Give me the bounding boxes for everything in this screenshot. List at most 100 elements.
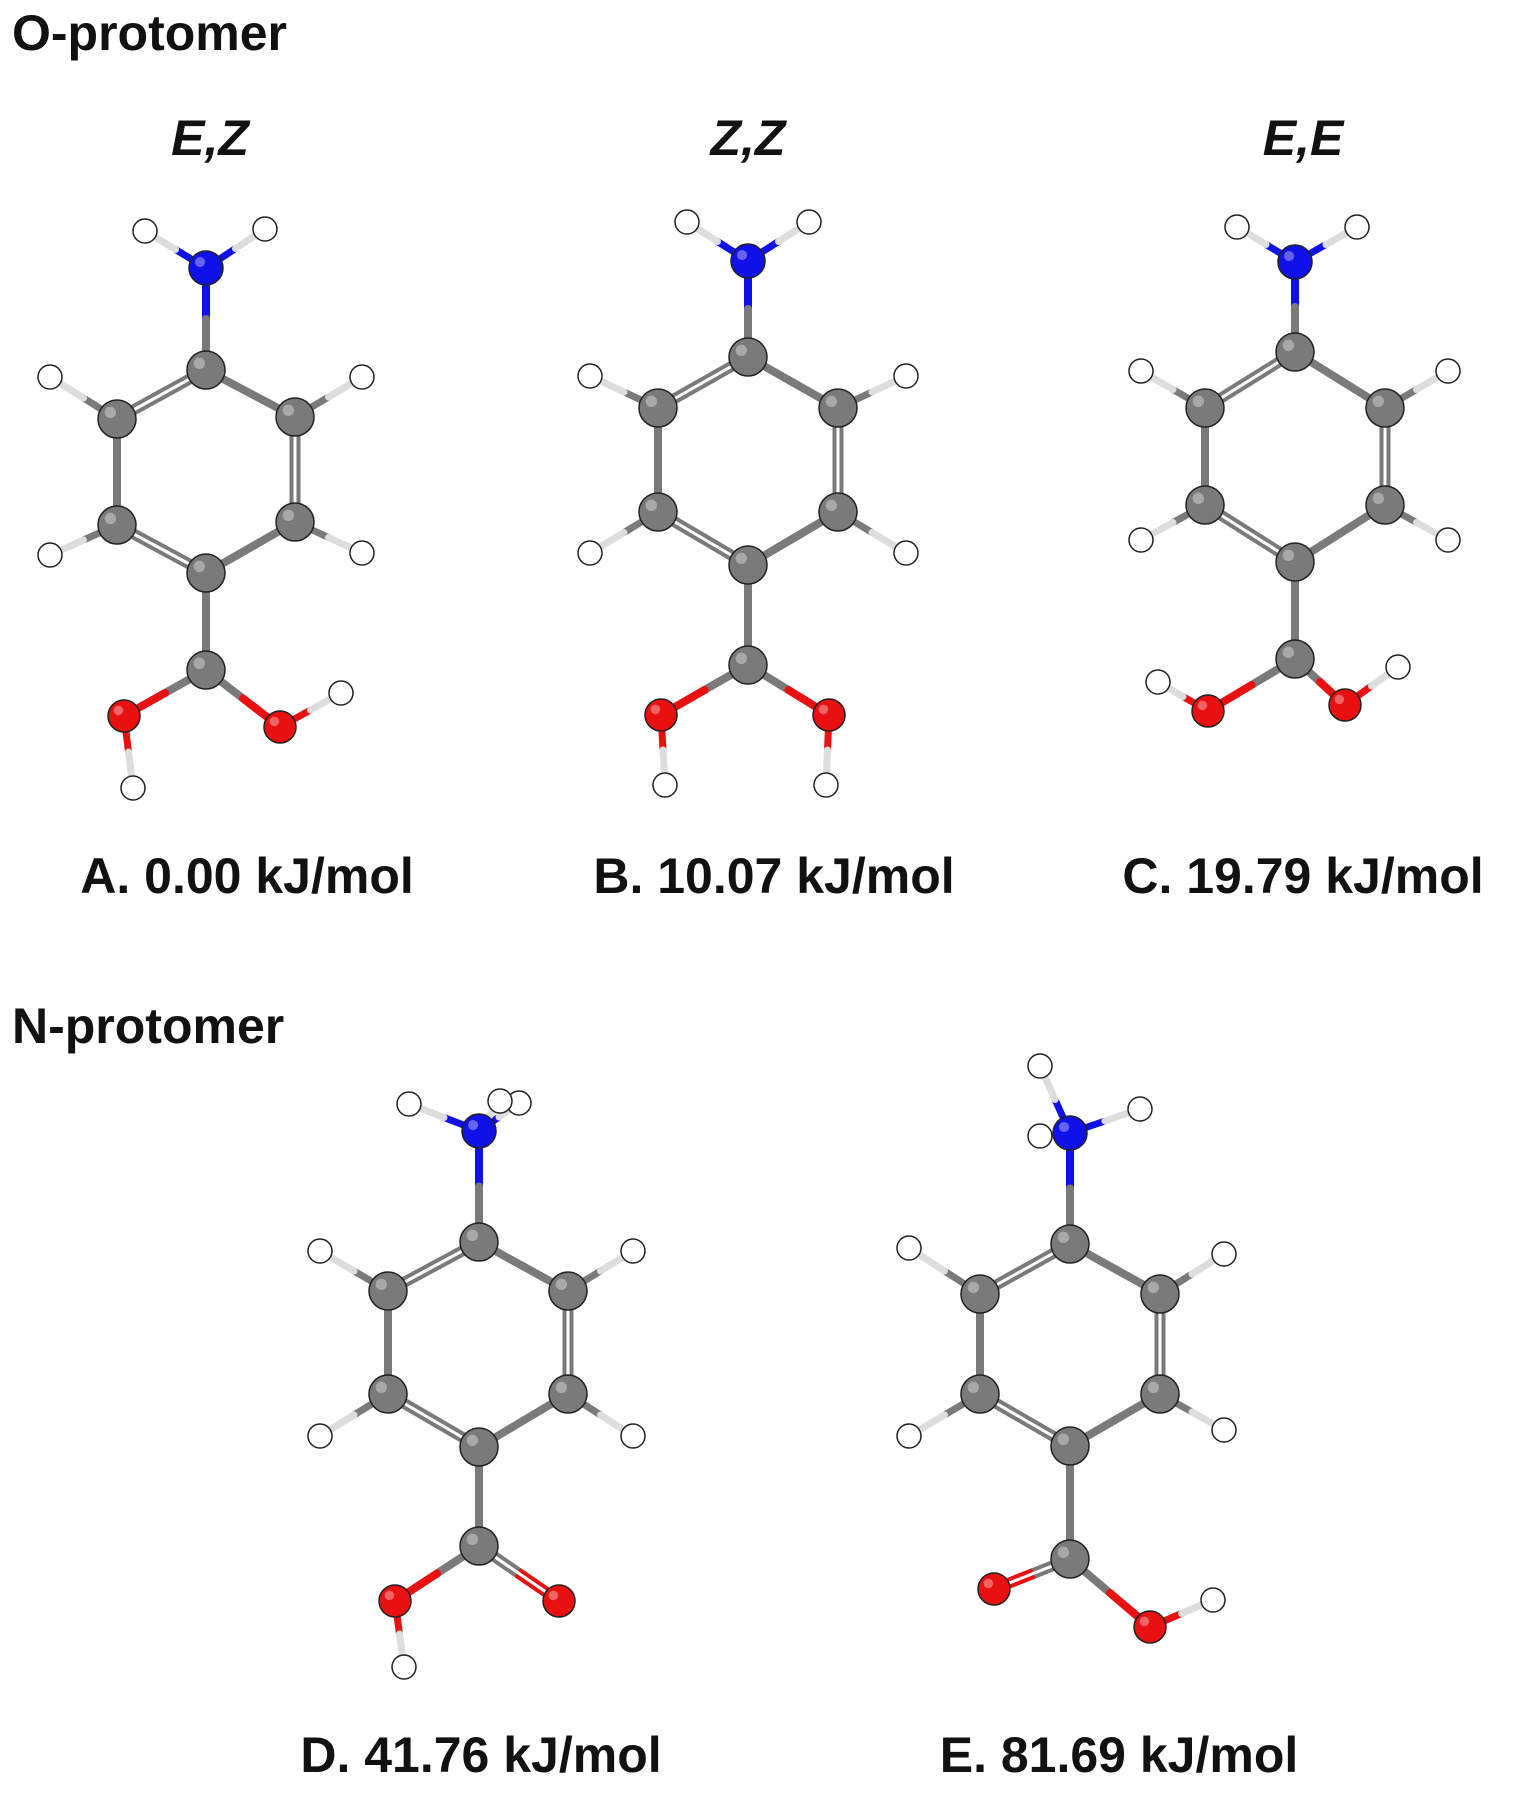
atom-highlight <box>113 705 124 716</box>
nitrogen-atom <box>461 1113 497 1149</box>
hydrogen-atom <box>796 209 822 235</box>
atom-highlight <box>1440 363 1448 371</box>
carbon-atom <box>97 505 137 545</box>
atom-highlight <box>1283 250 1295 262</box>
atom-highlight <box>818 777 826 785</box>
carbon-atom <box>638 388 678 428</box>
atom-highlight <box>194 256 206 268</box>
energy-label-c: C. 19.79 kJ/mol <box>1122 848 1483 904</box>
atom-highlight <box>1197 700 1208 711</box>
atom-highlight <box>657 777 665 785</box>
atom-highlight <box>1334 694 1345 705</box>
atom-highlight <box>282 404 295 417</box>
hydrogen-atom <box>1435 358 1461 384</box>
atom-highlight <box>555 1381 568 1394</box>
carbon-atom <box>1185 388 1225 428</box>
atom-highlight <box>1282 339 1295 352</box>
carbon-atom <box>960 1274 1000 1314</box>
carbon-atom <box>548 1271 588 1311</box>
carbon-atom <box>275 397 315 437</box>
hydrogen-atom <box>349 540 375 566</box>
carbon-atom <box>1365 388 1405 428</box>
nitrogen-atom <box>1052 1115 1088 1151</box>
hydrogen-atom <box>252 216 278 242</box>
conformation-label-a: E,Z <box>171 110 251 166</box>
atom-highlight <box>354 545 362 553</box>
atom-highlight <box>375 1278 388 1291</box>
carbon-atom <box>459 1427 499 1467</box>
atom-highlight <box>384 1590 395 1601</box>
atom-highlight <box>396 1659 404 1667</box>
energy-label-b: B. 10.07 kJ/mol <box>593 848 954 904</box>
hydrogen-atom <box>349 364 375 390</box>
oxygen-atom <box>977 1572 1011 1606</box>
oxygen-atom <box>812 698 846 732</box>
molecule-b <box>577 209 919 798</box>
atom-highlight <box>42 369 50 377</box>
hydrogen-atom <box>674 209 700 235</box>
oxygen-atom <box>1133 1610 1167 1644</box>
hydrogen-atom <box>1435 527 1461 553</box>
oxygen-atom <box>263 710 297 744</box>
atom-highlight <box>801 214 809 222</box>
atom-highlight <box>679 214 687 222</box>
hydrogen-atom <box>893 540 919 566</box>
energy-label-e: E. 81.69 kJ/mol <box>940 1727 1299 1783</box>
hydrogen-atom <box>1211 1417 1237 1443</box>
atom-highlight <box>1133 363 1141 371</box>
oxygen-atom <box>1191 694 1225 728</box>
molecule-a <box>37 216 375 801</box>
atom-highlight <box>548 1590 559 1601</box>
oxygen-atom <box>1328 688 1362 722</box>
carbon-atom <box>186 650 226 690</box>
atom-highlight <box>1147 1281 1160 1294</box>
atom-highlight <box>825 395 838 408</box>
atom-highlight <box>735 344 748 357</box>
carbon-atom <box>1050 1539 1090 1579</box>
carbon-atom <box>818 492 858 532</box>
atom-highlight <box>1440 532 1448 540</box>
hydrogen-atom <box>896 1423 922 1449</box>
hydrogen-atom <box>577 363 603 389</box>
atom-highlight <box>1032 1128 1040 1136</box>
hydrogen-atom <box>1127 1096 1153 1122</box>
atom-highlight <box>625 1243 633 1251</box>
carbon-atom <box>728 545 768 585</box>
molecule-c <box>1128 214 1461 728</box>
hydrogen-atom <box>577 540 603 566</box>
carbon-atom <box>960 1374 1000 1414</box>
carbon-atom <box>97 399 137 439</box>
carbon-atom <box>275 502 315 542</box>
atom-highlight <box>282 509 295 522</box>
atom-highlight <box>898 545 906 553</box>
n-protomer-title: N-protomer <box>12 998 284 1054</box>
atom-highlight <box>42 547 50 555</box>
carbon-atom <box>368 1271 408 1311</box>
atom-highlight <box>1132 1101 1140 1109</box>
atom-highlight <box>492 1093 500 1101</box>
oxygen-atom <box>644 698 678 732</box>
atom-highlight <box>104 512 117 525</box>
atom-highlight <box>735 552 748 565</box>
atom-highlight <box>333 685 341 693</box>
hydrogen-atom <box>1128 358 1154 384</box>
atom-highlight <box>1192 492 1205 505</box>
oxygen-atom <box>107 699 141 733</box>
atom-highlight <box>818 704 829 715</box>
atom-highlight <box>650 704 661 715</box>
hydrogen-atom <box>896 1235 922 1261</box>
atom-highlight <box>1032 1058 1040 1066</box>
atom-highlight <box>354 369 362 377</box>
atom-highlight <box>555 1278 568 1291</box>
atom-highlight <box>193 560 206 573</box>
o-protomer-title: O-protomer <box>12 5 287 61</box>
nitrogen-atom <box>730 243 766 279</box>
hydrogen-atom <box>1211 1241 1237 1267</box>
hydrogen-atom <box>1128 527 1154 553</box>
hydrogen-atom <box>1145 669 1171 695</box>
atom-highlight <box>1372 395 1385 408</box>
atom-highlight <box>104 406 117 419</box>
carbon-atom <box>1365 485 1405 525</box>
hydrogen-atom <box>1344 214 1370 240</box>
